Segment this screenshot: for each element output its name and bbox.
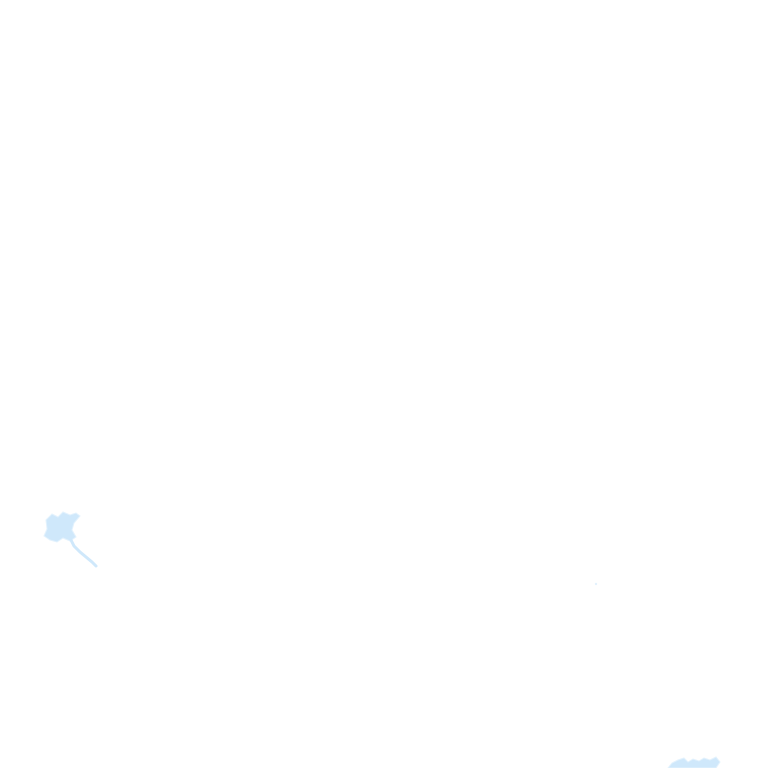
water-body-west — [43, 511, 81, 543]
stream-west — [68, 536, 98, 568]
water-speck — [594, 582, 598, 586]
water-body-southeast — [667, 756, 721, 768]
